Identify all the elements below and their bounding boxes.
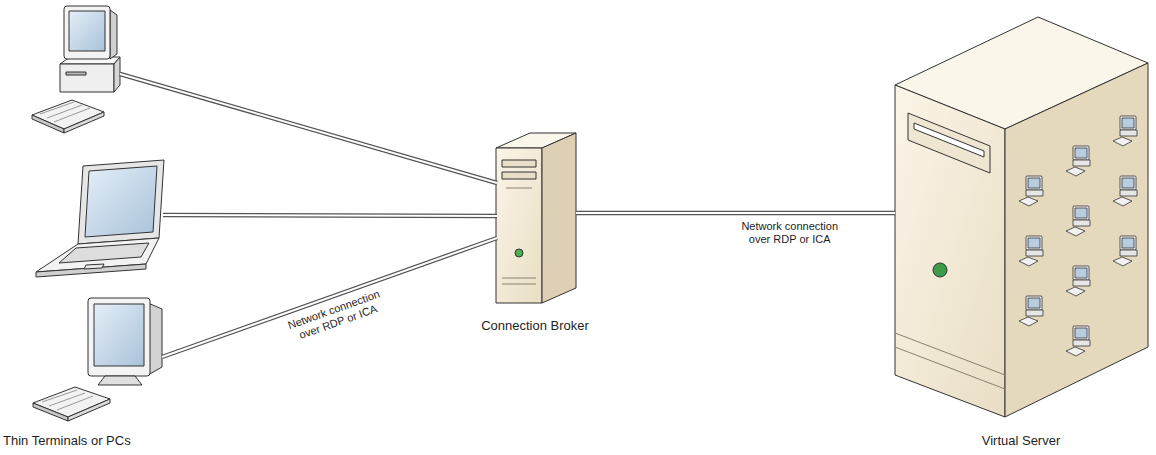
node-caption: Thin Terminals or PCs [3,433,131,448]
connection-line [163,215,497,216]
laptop-node [28,158,168,278]
network-connection [576,213,895,214]
connection-line-core [120,74,497,183]
virtual-machine-icons [1019,116,1137,356]
connection-line-core [163,215,497,216]
node-caption: Virtual Server [982,433,1061,448]
connection-line [576,211,895,216]
connection-label: Network connection over RDP or ICA [734,219,846,247]
connection-line [162,238,497,357]
network-connection [162,238,497,357]
desktop-pc-icon [30,2,120,137]
broker-server-icon [490,128,580,308]
connection-line [120,74,497,183]
broker-node: Connection Broker [478,128,592,333]
laptop-icon [28,158,168,278]
node-caption: Connection Broker [481,318,589,333]
pc-node [30,2,120,137]
server-node: Virtual Server [890,5,1152,448]
virtual-server-icon [890,5,1152,425]
connection-label: Network connection over RDP or ICA [279,284,394,348]
connection-line-core [576,212,895,214]
thin-terminal-icon [30,295,165,425]
connection-line-core [162,238,497,357]
network-connection [163,215,497,216]
network-connection [120,74,497,183]
thin-terminal-node: Thin Terminals or PCs [3,293,168,448]
